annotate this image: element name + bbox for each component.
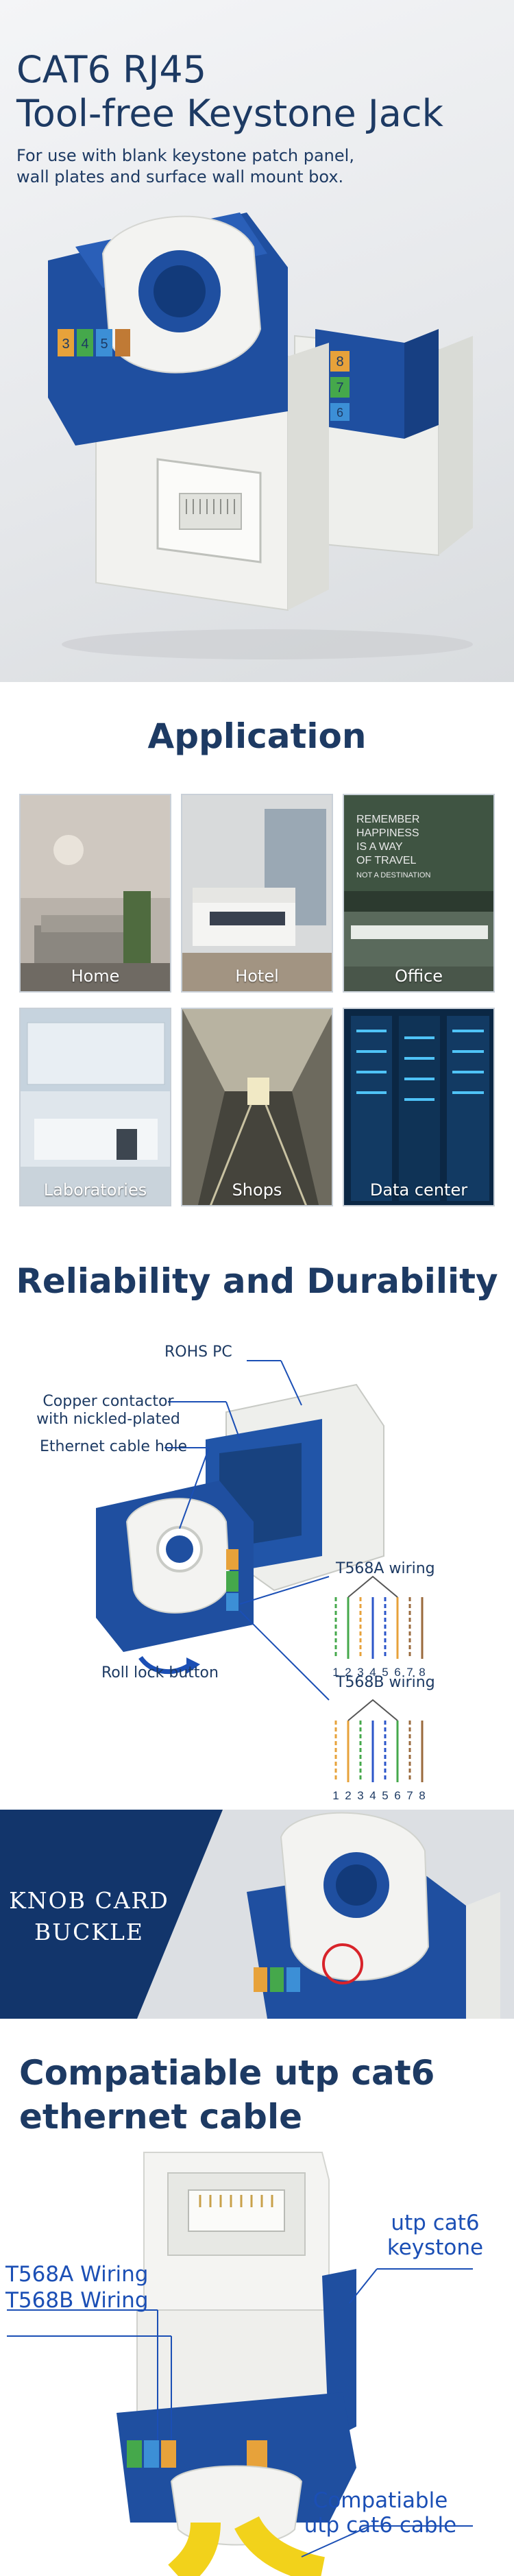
application-label-laboratories: Laboratories bbox=[43, 1180, 147, 1200]
t568b-wiring-diagram: 1 2 3 4 5 6 7 8 bbox=[332, 1699, 426, 1802]
callout-t568a-wiring: T568A wiring bbox=[336, 1560, 435, 1577]
application-tile-office: REMEMBER HAPPINESS IS A WAY OF TRAVEL NO… bbox=[343, 794, 495, 993]
pin-number: 1 bbox=[332, 1789, 339, 1802]
knob-card-buckle-banner: KNOB CARD BUCKLE bbox=[0, 1810, 514, 2019]
pin-number: 4 bbox=[369, 1666, 376, 1679]
office-wall-text: HAPPINESS bbox=[356, 827, 419, 839]
pin-label: 4 bbox=[81, 337, 88, 352]
application-label-shops: Shops bbox=[232, 1180, 282, 1200]
pin-number: 3 bbox=[357, 1789, 363, 1802]
callout-copper-contactor: Copper contactor with nickled-plated bbox=[33, 1393, 184, 1429]
pin-number: 8 bbox=[419, 1666, 425, 1679]
application-tile-data-center: Data center bbox=[343, 1008, 495, 1206]
callout-copper-line1: Copper contactor bbox=[42, 1393, 174, 1410]
laboratories-photo bbox=[21, 1009, 170, 1205]
label-keystone-line1: utp cat6 bbox=[391, 2211, 480, 2235]
callout-copper-line2: with nickled-plated bbox=[36, 1411, 180, 1428]
hero-title-line1: CAT6 RJ45 bbox=[16, 48, 207, 91]
compatible-title-line2: ethernet cable bbox=[19, 2097, 303, 2137]
knob-line2: BUCKLE bbox=[34, 1919, 144, 1945]
application-label-hotel: Hotel bbox=[235, 967, 279, 986]
keystone-with-cable-image bbox=[7, 2152, 473, 2576]
pin-number: 6 bbox=[394, 1789, 400, 1802]
application-tile-hotel: Hotel bbox=[181, 794, 333, 993]
pin-label: 6 bbox=[336, 406, 343, 420]
data-center-photo bbox=[344, 1009, 493, 1205]
label-cable-line2: utp cat6 cable bbox=[304, 2513, 457, 2538]
application-label-home: Home bbox=[71, 967, 120, 986]
rj45-port bbox=[188, 2189, 285, 2232]
office-wall-text: OF TRAVEL bbox=[356, 855, 417, 866]
compatible-title-line1: Compatiable utp cat6 bbox=[19, 2053, 435, 2093]
pin-number: 4 bbox=[369, 1789, 376, 1802]
pin-label: 8 bbox=[336, 354, 343, 369]
pin-number: 8 bbox=[419, 1789, 425, 1802]
pin-number: 1 bbox=[332, 1666, 339, 1679]
pin-number: 5 bbox=[382, 1789, 388, 1802]
home-photo bbox=[21, 795, 170, 991]
application-label-data-center: Data center bbox=[369, 1180, 468, 1200]
hero-subtitle: For use with blank keystone patch panel,… bbox=[16, 145, 428, 188]
hero-subtitle-line1: For use with blank keystone patch panel, bbox=[16, 146, 354, 165]
knob-line1: KNOB CARD bbox=[9, 1887, 169, 1914]
pin-color-blue bbox=[330, 403, 350, 421]
hero-title: CAT6 RJ45 Tool-free Keystone Jack bbox=[16, 48, 443, 136]
hero-title-line2: Tool-free Keystone Jack bbox=[16, 92, 443, 135]
compatible-title: Compatiable utp cat6 ethernet cable bbox=[19, 2051, 435, 2139]
pin-number: 5 bbox=[382, 1666, 388, 1679]
keystone-jack-hero-image: 8 7 6 bbox=[48, 212, 473, 659]
office-wall-text: NOT A DESTINATION bbox=[356, 871, 430, 879]
callout-t568b-wiring: T568B wiring bbox=[336, 1674, 435, 1691]
callout-ethernet-cable-hole: Ethernet cable hole bbox=[40, 1438, 187, 1455]
yellow-ethernet-cable bbox=[168, 2521, 221, 2576]
pin-label: 7 bbox=[336, 380, 343, 396]
application-title: Application bbox=[147, 716, 367, 756]
office-wall-text: IS A WAY bbox=[356, 841, 403, 853]
pin-number: 7 bbox=[406, 1789, 413, 1802]
pin-number: 2 bbox=[345, 1789, 351, 1802]
roll-arrow-icon bbox=[138, 1655, 190, 1675]
label-compatible-cable: Compatiable utp cat6 cable bbox=[295, 2488, 466, 2538]
application-label-office: Office bbox=[394, 967, 443, 986]
label-utp-cat6-keystone: utp cat6 keystone bbox=[363, 2211, 507, 2260]
callout-rohs-pc: ROHS PC bbox=[164, 1344, 232, 1361]
application-tile-shops: Shops bbox=[181, 1008, 333, 1206]
office-photo: REMEMBER HAPPINESS IS A WAY OF TRAVEL NO… bbox=[344, 795, 493, 991]
knob-detail-image bbox=[247, 1812, 500, 2019]
callout-roll-lock-button: Roll lock button bbox=[101, 1664, 219, 1681]
pin-number: 7 bbox=[406, 1666, 413, 1679]
hero-subtitle-line2: wall plates and surface wall mount box. bbox=[16, 167, 344, 186]
reliability-title: Reliability and Durability bbox=[16, 1261, 498, 1301]
pin-number: 3 bbox=[357, 1666, 363, 1679]
pin-label: 5 bbox=[100, 337, 108, 352]
pin-number: 6 bbox=[394, 1666, 400, 1679]
pin-label: 3 bbox=[62, 337, 69, 352]
hero-section: CAT6 RJ45 Tool-free Keystone Jack For us… bbox=[0, 0, 514, 682]
knob-highlight-circle bbox=[322, 1943, 363, 1984]
pin-color-green bbox=[330, 377, 350, 398]
label-t568b-wiring: T568B Wiring bbox=[5, 2288, 149, 2313]
t568a-wiring-diagram: 1 2 3 4 5 6 7 8 bbox=[332, 1575, 426, 1679]
keystone-exploded-diagram: 1 2 3 4 5 6 7 8 bbox=[96, 1360, 426, 1802]
shops-photo bbox=[182, 1009, 332, 1205]
office-wall-text: REMEMBER bbox=[356, 814, 419, 825]
pin-number: 2 bbox=[345, 1666, 351, 1679]
application-tile-home: Home bbox=[19, 794, 171, 993]
label-t568a-wiring: T568A Wiring bbox=[5, 2262, 149, 2287]
pin-color-orange bbox=[330, 351, 350, 372]
label-keystone-line2: keystone bbox=[387, 2235, 484, 2260]
label-cable-line1: Compatiable bbox=[313, 2488, 448, 2513]
banner-blue-shape bbox=[0, 1810, 223, 2019]
application-tile-laboratories: Laboratories bbox=[19, 1008, 171, 1206]
knob-card-buckle-text: KNOB CARD BUCKLE bbox=[0, 1885, 178, 1948]
hotel-photo bbox=[182, 795, 332, 991]
